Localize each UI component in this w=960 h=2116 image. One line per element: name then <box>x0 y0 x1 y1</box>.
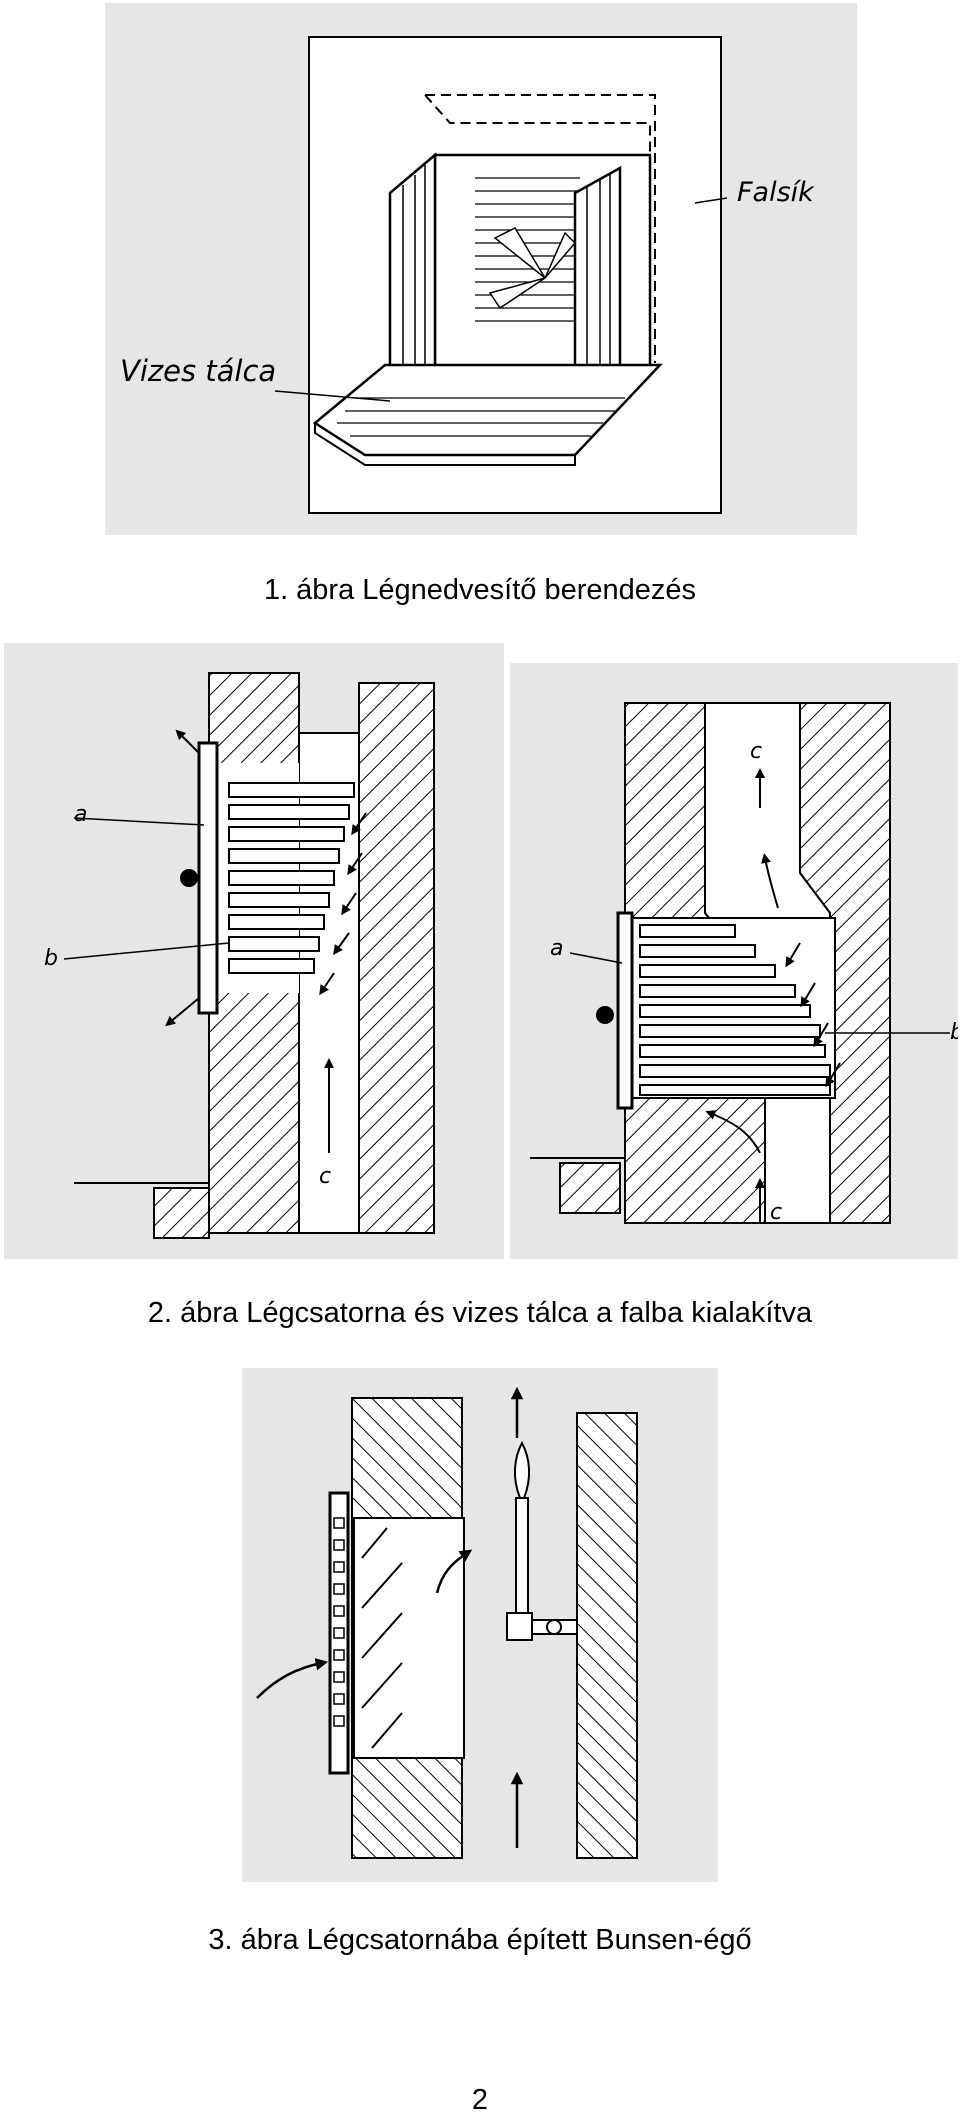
right-label-c-bottom: c <box>770 1200 782 1225</box>
falsik-label: Falsík <box>737 177 815 208</box>
right-label-a: a <box>550 936 563 961</box>
figure-2-left-image: a b c <box>4 643 504 1259</box>
vizes-talca-label: Vizes tálca <box>120 354 276 388</box>
figure-2-caption: 2. ábra Légcsatorna és vizes tálca a fal… <box>147 1297 813 1329</box>
figure-1-drawing: Falsík Vizes tálca <box>120 36 815 514</box>
figure-1-image: Falsík Vizes tálca <box>105 3 857 535</box>
left-label-c: c <box>319 1164 331 1189</box>
figure-3-drawing <box>256 1386 638 1859</box>
page-number: 2 <box>471 2084 489 2116</box>
figure-3-caption: 3. ábra Légcsatornába épített Bunsen-égő <box>208 1924 752 1956</box>
left-label-a: a <box>74 802 87 827</box>
figure-1-caption: 1. ábra Légnedvesítő berendezés <box>263 574 697 606</box>
figure-2-left-drawing: a b c <box>44 672 435 1239</box>
figure-3-image <box>242 1368 718 1882</box>
figure-2-right-image: c a b c <box>510 663 958 1259</box>
left-label-b: b <box>44 946 58 971</box>
right-label-b: b <box>950 1020 958 1045</box>
figure-2-right-drawing: c a b c <box>530 702 958 1225</box>
right-label-c-top: c <box>750 739 762 764</box>
